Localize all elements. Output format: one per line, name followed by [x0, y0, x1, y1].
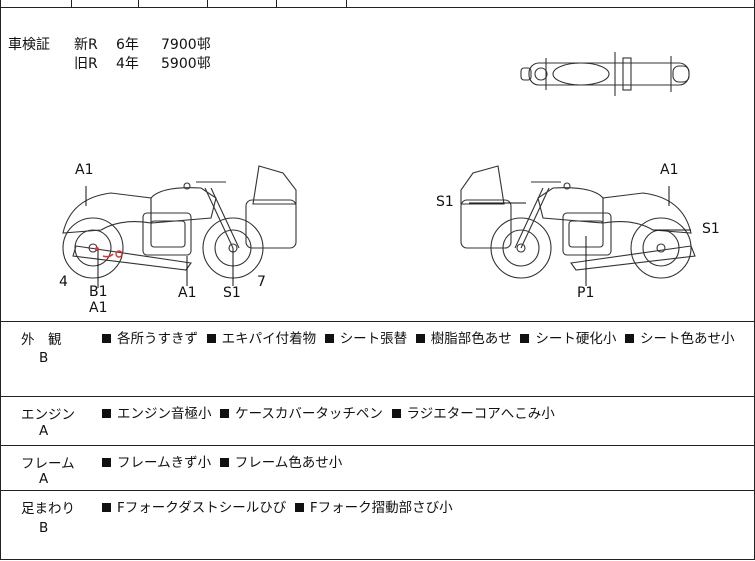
condition-item: Fフォークダストシールひび [102, 500, 286, 516]
bullet-square-icon [220, 409, 230, 418]
mark-a1: A1 [89, 300, 108, 316]
condition-item-text: エキパイ付着物 [221, 331, 317, 347]
condition-item: シート色あせ小 [624, 331, 735, 347]
bullet-square-icon [102, 458, 111, 467]
condition-grade: B [39, 350, 49, 366]
condition-item-text: ケースカバータッチペン [235, 406, 383, 422]
condition-items: フレームきず小 フレーム色あせ小 [102, 452, 747, 475]
condition-item: シート張替 [324, 331, 408, 347]
condition-items: 各所うすきず エキパイ付着物 シート張替 樹脂部色あせ シート硬化小 シート色あ… [102, 328, 747, 351]
mark-s1: S1 [223, 285, 241, 301]
mark-a1: A1 [75, 162, 94, 178]
mark-b1: B1 [89, 284, 108, 300]
condition-item: エンジン音極小 [102, 406, 212, 422]
condition-grade: A [39, 471, 49, 487]
mark-a1: A1 [660, 162, 679, 178]
bullet-square-icon [102, 409, 111, 418]
bullet-square-icon [102, 503, 111, 512]
condition-item-text: シート色あせ小 [639, 331, 735, 347]
header-cells-remnant [1, 0, 754, 8]
condition-category: エンジン [21, 407, 75, 423]
condition-category: 外 観 [21, 332, 62, 348]
mark-7: 7 [257, 274, 266, 290]
motorcycle-left-side-icon [62, 165, 297, 279]
bullet-square-icon [219, 458, 229, 467]
condition-category: 足まわり [21, 501, 75, 517]
inspection-row-old: 旧R 4年 5900邨 [74, 55, 211, 74]
mark-4: 4 [59, 274, 68, 290]
bullet-square-icon [624, 334, 634, 343]
condition-item-text: フレームきず小 [117, 455, 212, 471]
mark-s1: S1 [702, 221, 720, 237]
condition-items: エンジン音極小 ケースカバータッチペン ラジエターコアへこみ小 [102, 403, 747, 426]
inspection-years: 4年 [116, 56, 139, 72]
inspection-type: 新R [74, 37, 98, 53]
condition-item-text: 樹脂部色あせ [430, 331, 512, 347]
condition-item-text: シート張替 [339, 331, 408, 347]
damage-leader-lines [85, 186, 691, 288]
condition-item-text: 各所うすきず [117, 331, 198, 347]
condition-item: 樹脂部色あせ [415, 331, 512, 347]
motorcycle-right-side-icon [460, 165, 696, 279]
condition-item-text: フレーム色あせ小 [234, 455, 343, 471]
condition-item: エキパイ付着物 [206, 331, 317, 347]
condition-item: ケースカバータッチペン [220, 406, 383, 422]
condition-item: シート硬化小 [520, 331, 616, 347]
mark-a1: A1 [178, 285, 197, 301]
condition-items: Fフォークダストシールひび Fフォーク摺動部さび小 [102, 497, 747, 520]
condition-item: フレーム色あせ小 [219, 455, 343, 471]
condition-item-text: Fフォークダストシールひび [117, 500, 287, 516]
bullet-square-icon [206, 334, 216, 343]
condition-row-frame: フレーム A フレームきず小 フレーム色あせ小 [1, 446, 754, 491]
bullet-square-icon [324, 334, 334, 343]
condition-item: Fフォーク摺動部さび小 [294, 500, 453, 516]
condition-item-text: エンジン音極小 [117, 406, 212, 422]
bullet-square-icon [294, 503, 304, 512]
inspection-label: 車検証 [8, 37, 50, 53]
inspection-row-new: 新R 6年 7900邨 [74, 36, 211, 55]
condition-row-suspension: 足まわり B Fフォークダストシールひび Fフォーク摺動部さび小 [1, 491, 754, 559]
bullet-square-icon [102, 334, 111, 343]
condition-row-exterior: 外 観 B 各所うすきず エキパイ付着物 シート張替 樹脂部色あせ シート硬化小… [1, 322, 754, 397]
inspection-price: 7900邨 [161, 37, 211, 53]
condition-grade: A [39, 423, 49, 439]
condition-item: 各所うすきず [102, 331, 198, 347]
inspection-years: 6年 [116, 37, 139, 53]
bullet-square-icon [415, 334, 425, 343]
bullet-square-icon [520, 334, 530, 343]
mark-s1: S1 [436, 194, 454, 210]
condition-row-engine: エンジン A エンジン音極小 ケースカバータッチペン ラジエターコアへこみ小 [1, 397, 754, 446]
condition-item-text: ラジエターコアへこみ小 [406, 406, 555, 422]
condition-category: フレーム [21, 456, 75, 472]
condition-item-text: Fフォーク摺動部さび小 [309, 500, 453, 516]
motorcycle-top-view-icon [520, 52, 690, 96]
bullet-square-icon [391, 409, 401, 418]
inspection-type: 旧R [74, 56, 98, 72]
mark-p1: P1 [577, 285, 595, 301]
damage-diagram-section: 車検証 新R 6年 7900邨 旧R 4年 5900邨 [1, 8, 754, 322]
condition-item: フレームきず小 [102, 455, 211, 471]
condition-item: ラジエターコアへこみ小 [391, 406, 555, 422]
motorcycle-diagrams [62, 52, 696, 288]
inspection-price: 5900邨 [161, 56, 211, 72]
condition-item-text: シート硬化小 [535, 331, 617, 347]
condition-grade: B [39, 520, 49, 536]
